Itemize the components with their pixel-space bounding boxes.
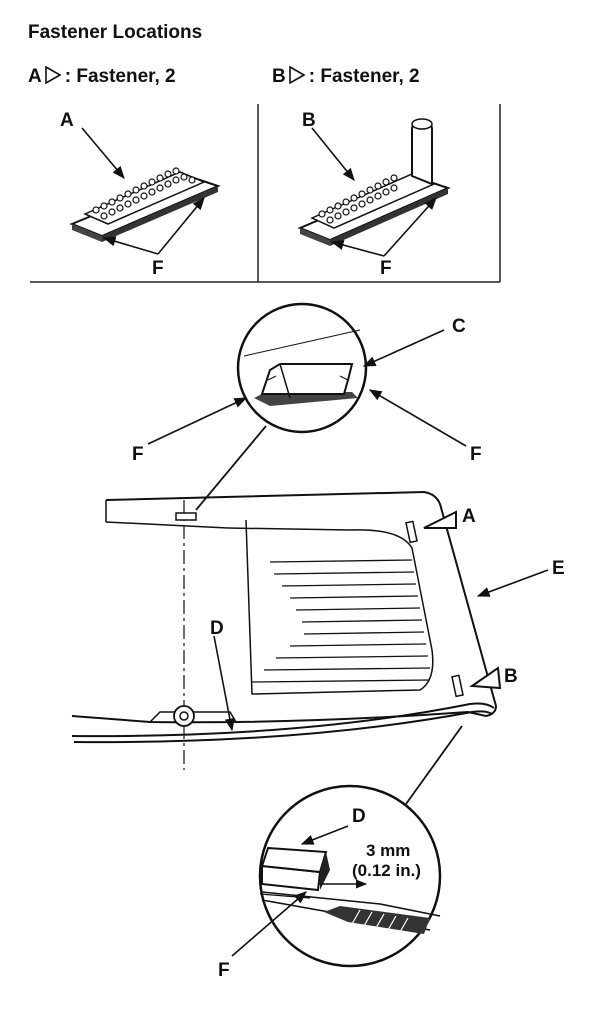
callout-a-top: A [60, 110, 74, 131]
callout-e: E [552, 558, 565, 579]
callout-f-left: F [132, 444, 144, 465]
legend-fastener-b: B : Fastener, 2 [272, 66, 420, 88]
detail-circle-c [147, 302, 467, 511]
legend-letter-b: B [272, 66, 286, 87]
legend-letter-a: A [28, 66, 42, 87]
dimension-metric: 3 mm [366, 841, 410, 860]
fastener-b-illustration [297, 118, 451, 257]
callout-f-right: F [470, 444, 482, 465]
triangle-marker-icon [44, 66, 61, 84]
rear-window-glass [71, 490, 549, 805]
fastener-a-illustration [69, 127, 221, 255]
callout-f-panel-b: F [380, 258, 392, 279]
callout-b-window: B [504, 666, 518, 687]
callout-a-window: A [462, 506, 476, 527]
detail-circle-d [231, 784, 442, 968]
callout-c: C [452, 316, 466, 337]
legend-text-b: : Fastener, 2 [308, 66, 420, 87]
callout-d-window: D [210, 618, 224, 639]
triangle-marker-icon [288, 66, 305, 84]
dimension-imperial: (0.12 in.) [352, 861, 421, 880]
page-title: Fastener Locations [28, 22, 203, 43]
callout-f-bottom: F [218, 960, 230, 981]
legend-text-a: : Fastener, 2 [64, 66, 176, 87]
legend-fastener-a: A : Fastener, 2 [28, 66, 176, 88]
triangle-marker-icon [423, 510, 457, 529]
callout-b-top: B [302, 110, 316, 131]
fastener-panel-frames [30, 104, 501, 283]
triangle-marker-icon [469, 666, 502, 690]
callout-f-panel-a: F [152, 258, 164, 279]
callout-d-detail: D [352, 806, 366, 827]
